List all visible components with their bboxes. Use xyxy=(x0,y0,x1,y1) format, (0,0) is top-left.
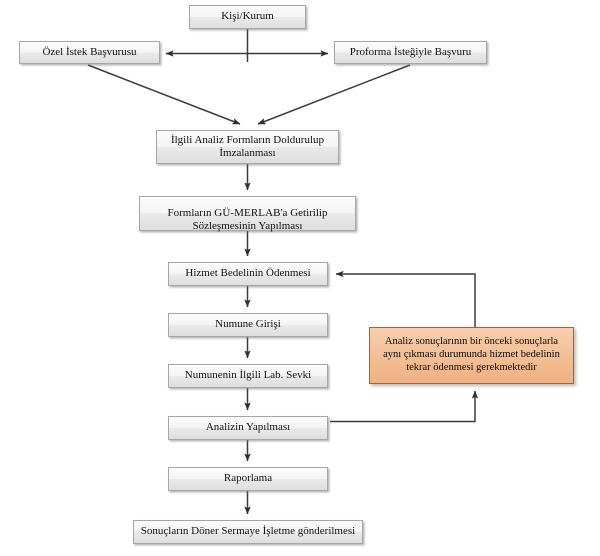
node-label-formlarin-getirilmesi: Formların GÜ-MERLAB'a Getirilip Sözleşme… xyxy=(140,193,355,233)
node-proforma-istegiyle-basvuru[interactable]: Proforma İsteğiyle Başvuru xyxy=(334,41,487,64)
node-label-kisi-kurum: Kişi/Kurum xyxy=(221,10,274,23)
node-label-sonuclarin-doner-sermaye: Sonuçların Döner Sermaye İşletme gönderi… xyxy=(140,525,356,538)
node-label-prefix: Formların xyxy=(167,206,215,219)
node-label-numunenin-ilgili-lab-sevki: Numunenin İlgili Lab. Sevki xyxy=(184,369,312,382)
node-label-suffix: 'a Getirilip Sözleşmesinin Yapılması xyxy=(192,206,328,233)
node-tekrar-odeme-notu[interactable]: Analiz sonuçlarının bir önceki sonuçlarl… xyxy=(369,327,574,384)
node-sonuclarin-doner-sermaye[interactable]: Sonuçların Döner Sermaye İşletme gönderi… xyxy=(133,520,363,544)
node-hizmet-bedelinin-odenmesi[interactable]: Hizmet Bedelinin Ödenmesi xyxy=(168,262,328,286)
node-numune-girisi[interactable]: Numune Girişi xyxy=(168,313,328,337)
node-raporlama[interactable]: Raporlama xyxy=(168,467,328,491)
node-label-analizin-yapilmasi: Analizin Yapılması xyxy=(205,421,291,434)
node-analizin-yapilmasi[interactable]: Analizin Yapılması xyxy=(168,416,328,440)
node-label-tekrar-odeme-notu: Analiz sonuçlarının bir önceki sonuçlarl… xyxy=(383,336,560,373)
edge-ozel-istek-to-formlar xyxy=(87,64,241,125)
node-label-numune-girisi: Numune Girişi xyxy=(215,318,281,331)
node-label-raporlama: Raporlama xyxy=(223,472,273,485)
edge-not-to-hizmet xyxy=(335,270,476,327)
node-label-hizmet-bedelinin-odenmesi: Hizmet Bedelinin Ödenmesi xyxy=(185,267,311,280)
node-numunenin-ilgili-lab-sevki[interactable]: Numunenin İlgili Lab. Sevki xyxy=(168,364,328,388)
node-kisi-kurum[interactable]: Kişi/Kurum xyxy=(189,5,306,29)
node-label-ozel-istek-basvurusu: Özel İstek Başvurusu xyxy=(42,45,137,58)
node-label-ilgili-analiz-formlari: İlgili Analiz Formların Doldurulup İmzal… xyxy=(170,133,325,159)
node-ilgili-analiz-formlari[interactable]: İlgili Analiz Formların Doldurulup İmzal… xyxy=(156,130,339,164)
edge-proforma-to-formlar xyxy=(257,64,411,125)
node-ozel-istek-basvurusu[interactable]: Özel İstek Başvurusu xyxy=(19,41,160,64)
node-label-proforma-istegiyle-basvuru: Proforma İsteğiyle Başvuru xyxy=(349,45,472,58)
node-formlarin-getirilmesi[interactable]: Formların GÜ-MERLAB'a Getirilip Sözleşme… xyxy=(139,193,356,233)
node-label-gu-merlab: GÜ-MERLAB xyxy=(214,206,281,219)
edge-analiz-to-not xyxy=(330,390,479,423)
